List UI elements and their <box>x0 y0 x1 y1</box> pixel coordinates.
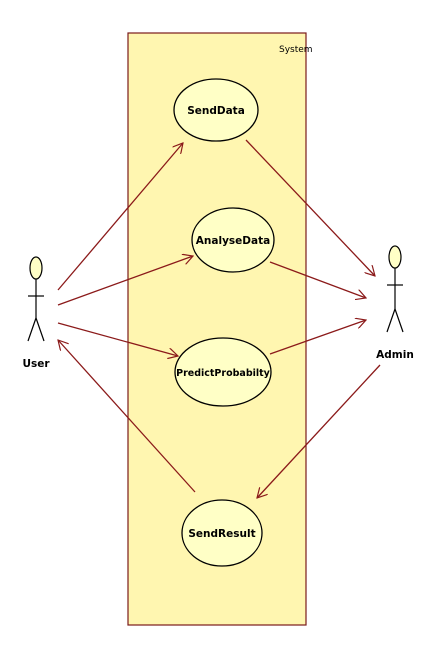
association-user-analysedata <box>57 256 193 306</box>
actor-user <box>27 256 45 342</box>
use-case-predictprobability-label: PredictProbabilty <box>176 368 271 379</box>
system-label: System <box>279 45 313 55</box>
use-case-sendresult-ellipse <box>181 499 263 567</box>
association-senddata-admin <box>245 139 375 276</box>
use-case-predictprobability: PredictProbabilty <box>174 337 272 407</box>
actor-admin-head <box>388 245 402 269</box>
actor-admin-name: Admin <box>376 349 414 361</box>
association-user-predictprobability <box>57 322 178 356</box>
use-case-sendresult-label: SendResult <box>188 528 255 540</box>
use-case-senddata-label: SendData <box>187 105 245 117</box>
use-case-senddata: SendData <box>173 78 259 142</box>
actor-user-right-leg <box>35 317 45 342</box>
association-user-senddata <box>57 143 183 291</box>
actor-user-left-leg <box>27 317 37 342</box>
association-sendresult-user <box>58 340 196 493</box>
association-admin-sendresult <box>257 364 381 498</box>
use-case-analysedata: AnalyseData <box>191 207 275 273</box>
actor-user-name: User <box>22 358 50 370</box>
actor-admin-right-leg <box>394 308 404 333</box>
actor-admin <box>386 245 404 333</box>
association-analysedata-admin <box>269 261 366 298</box>
use-case-senddata-ellipse <box>173 78 259 142</box>
use-case-analysedata-ellipse <box>191 207 275 273</box>
association-predictprobability-admin <box>269 320 366 355</box>
actor-user-head <box>29 256 43 280</box>
use-case-sendresult: SendResult <box>181 499 263 567</box>
actor-admin-left-leg <box>386 308 396 333</box>
associations <box>57 139 381 498</box>
use-case-analysedata-label: AnalyseData <box>196 235 270 247</box>
use-case-predictprobability-ellipse <box>174 337 272 407</box>
